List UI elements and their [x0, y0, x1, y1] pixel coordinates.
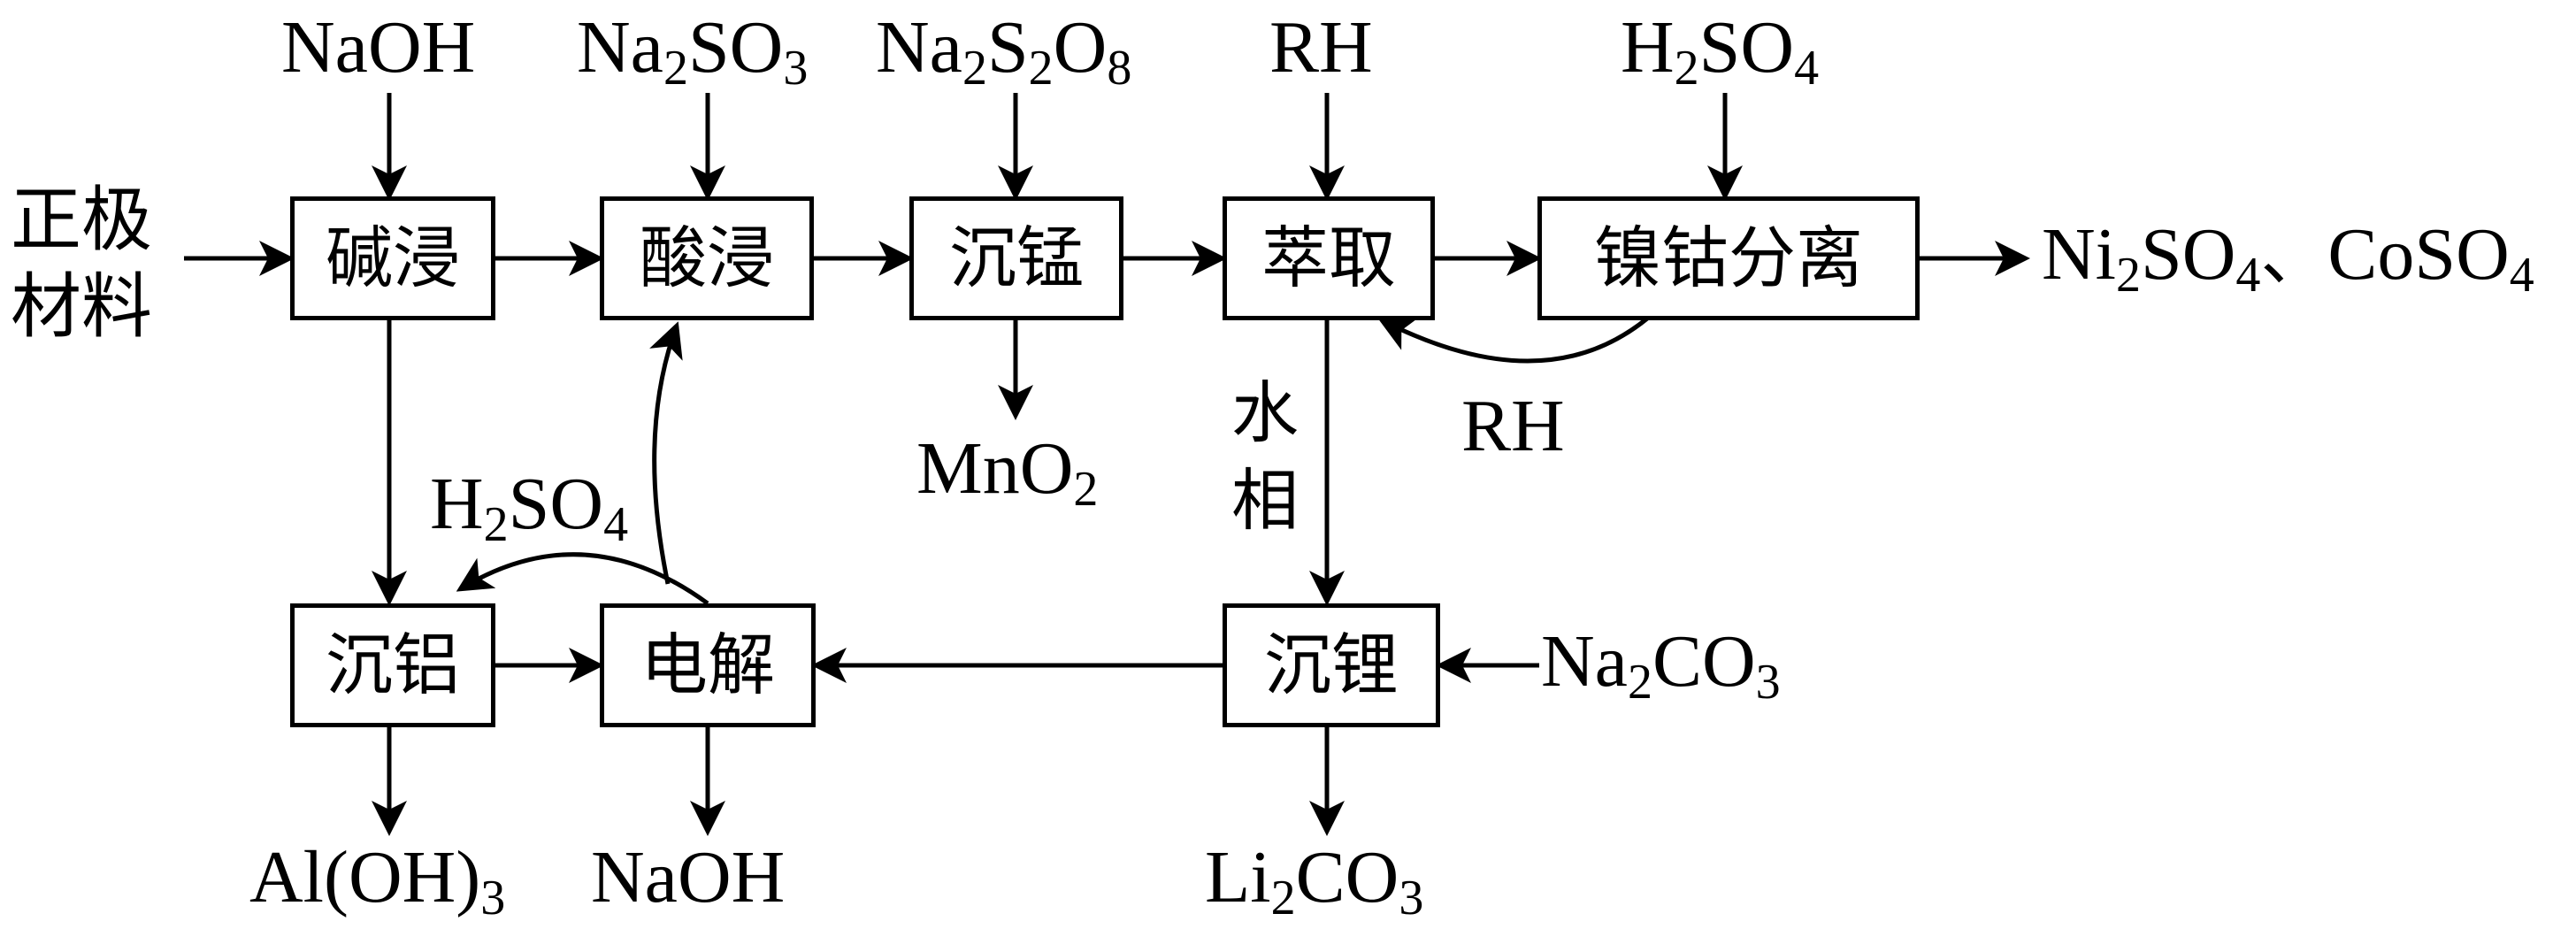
box-acid-leach: 酸浸	[600, 196, 814, 320]
box-mn-precip: 沉锰	[909, 196, 1123, 320]
label-h2so4-in: H2SO4	[1621, 6, 1820, 96]
box-acid-leach-label: 酸浸	[640, 219, 774, 297]
label-rh-recycle: RH	[1461, 385, 1565, 467]
box-mn-precip-label: 沉锰	[949, 219, 1084, 297]
box-li-precip-label: 沉锂	[1264, 626, 1399, 704]
arrow-rh-recycle	[1377, 317, 1649, 364]
box-li-precip: 沉锂	[1223, 603, 1440, 727]
label-aloh3-out: Al(OH)3	[249, 836, 506, 925]
label-na2so3-in: Na2SO3	[577, 6, 809, 96]
box-al-precip-label: 沉铝	[326, 626, 460, 704]
box-electrolysis-label: 电解	[640, 626, 775, 704]
box-ni-co-separation-label: 镍钴分离	[1594, 219, 1863, 297]
label-raw-material: 正极材料	[11, 179, 152, 348]
arrow-h2so4-recycle	[456, 552, 709, 606]
label-na2co3-in: Na2CO3	[1541, 620, 1781, 710]
label-products: Ni2SO4、CoSO4	[2042, 213, 2534, 303]
label-mno2-out: MnO2	[916, 427, 1099, 517]
box-electrolysis: 电解	[600, 603, 816, 727]
box-ni-co-separation: 镍钴分离	[1537, 196, 1920, 320]
box-alkali-leach-label: 碱浸	[326, 219, 460, 297]
label-li2co3-out: Li2CO3	[1205, 836, 1424, 925]
arrow-electrolysis-to-acid-leach	[649, 321, 683, 585]
box-extraction: 萃取	[1223, 196, 1435, 320]
label-h2so4-recycle: H2SO4	[430, 463, 629, 552]
label-aqueous-phase: 水相	[1231, 373, 1299, 540]
label-naoh-in: NaOH	[281, 6, 476, 88]
label-rh-in: RH	[1269, 6, 1373, 88]
box-alkali-leach: 碱浸	[290, 196, 495, 320]
label-na2s2o8-in: Na2S2O8	[876, 6, 1132, 96]
box-extraction-label: 萃取	[1261, 219, 1396, 297]
label-naoh-out: NaOH	[591, 836, 786, 918]
box-al-precip: 沉铝	[290, 603, 495, 727]
